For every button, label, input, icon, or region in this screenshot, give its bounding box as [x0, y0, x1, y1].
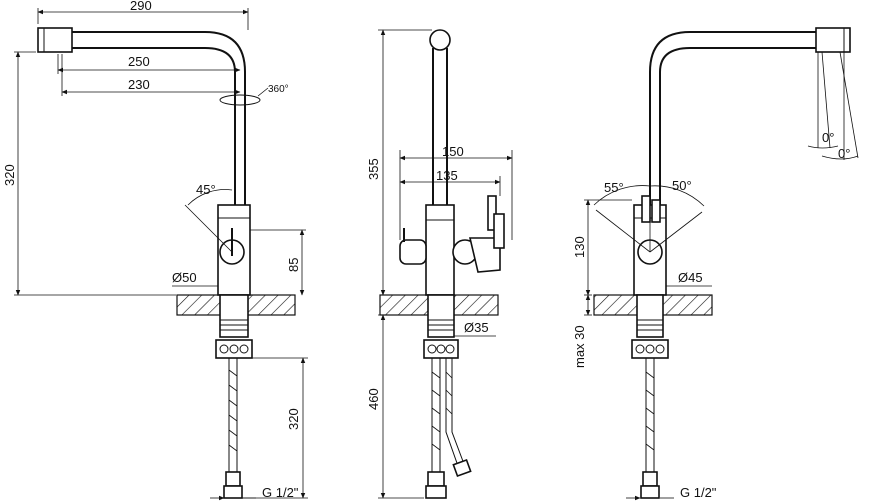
- spout-outline: [70, 31, 246, 208]
- hose-front-a: [431, 358, 441, 472]
- thread-right: G 1/2": [680, 485, 717, 500]
- side-view-right: 0° 0° 55° 50° 130 Ø45: [572, 27, 859, 501]
- hose-front-b: [445, 358, 465, 467]
- rotation-ellipse: [219, 94, 261, 106]
- dim-d50: Ø50: [172, 270, 197, 285]
- front-body: [425, 204, 455, 296]
- dim-460: 460: [366, 388, 381, 410]
- dim-150: 150: [442, 144, 464, 159]
- aerator-head: [37, 27, 73, 53]
- dim-max-30: max 30: [572, 325, 587, 368]
- aerator-head-right: [815, 27, 851, 53]
- dim-360: 360°: [268, 84, 289, 95]
- angle-50: 50°: [672, 178, 692, 193]
- aerator-angle-2: 0°: [838, 146, 850, 161]
- front-view: 355 150 135 Ø35 460: [366, 29, 513, 499]
- dim-230: 230: [128, 77, 150, 92]
- mounting-nut-right: [631, 339, 669, 359]
- dim-135: 135: [436, 168, 458, 183]
- left-handle: [399, 239, 427, 265]
- dim-130: 130: [572, 236, 587, 258]
- dim-d35: Ø35: [464, 320, 489, 335]
- dim-85: 85: [286, 258, 301, 272]
- dim-320-height: 320: [2, 164, 17, 186]
- right-handle-lever: [468, 237, 501, 273]
- mounting-nut-front: [423, 339, 459, 359]
- dim-d45: Ø45: [678, 270, 703, 285]
- dim-250: 250: [128, 54, 150, 69]
- hose-right: [645, 358, 655, 472]
- dim-45-deg: 45°: [196, 182, 216, 197]
- side-view-left: 290 250 230 360° 320 45° 85 Ø50 320 G 1/…: [2, 0, 308, 501]
- thread-left: G 1/2": [262, 485, 299, 500]
- aerator-angle-1: 0°: [822, 130, 834, 145]
- dim-290: 290: [130, 0, 152, 13]
- dim-355: 355: [366, 158, 381, 180]
- spout-right: [649, 31, 818, 208]
- shank-left: [219, 294, 249, 338]
- spout-top-circle: [429, 29, 451, 51]
- mounting-nut-left: [215, 339, 253, 359]
- dim-320-hose: 320: [286, 408, 301, 430]
- spout-column: [432, 48, 448, 205]
- angle-55: 55°: [604, 180, 624, 195]
